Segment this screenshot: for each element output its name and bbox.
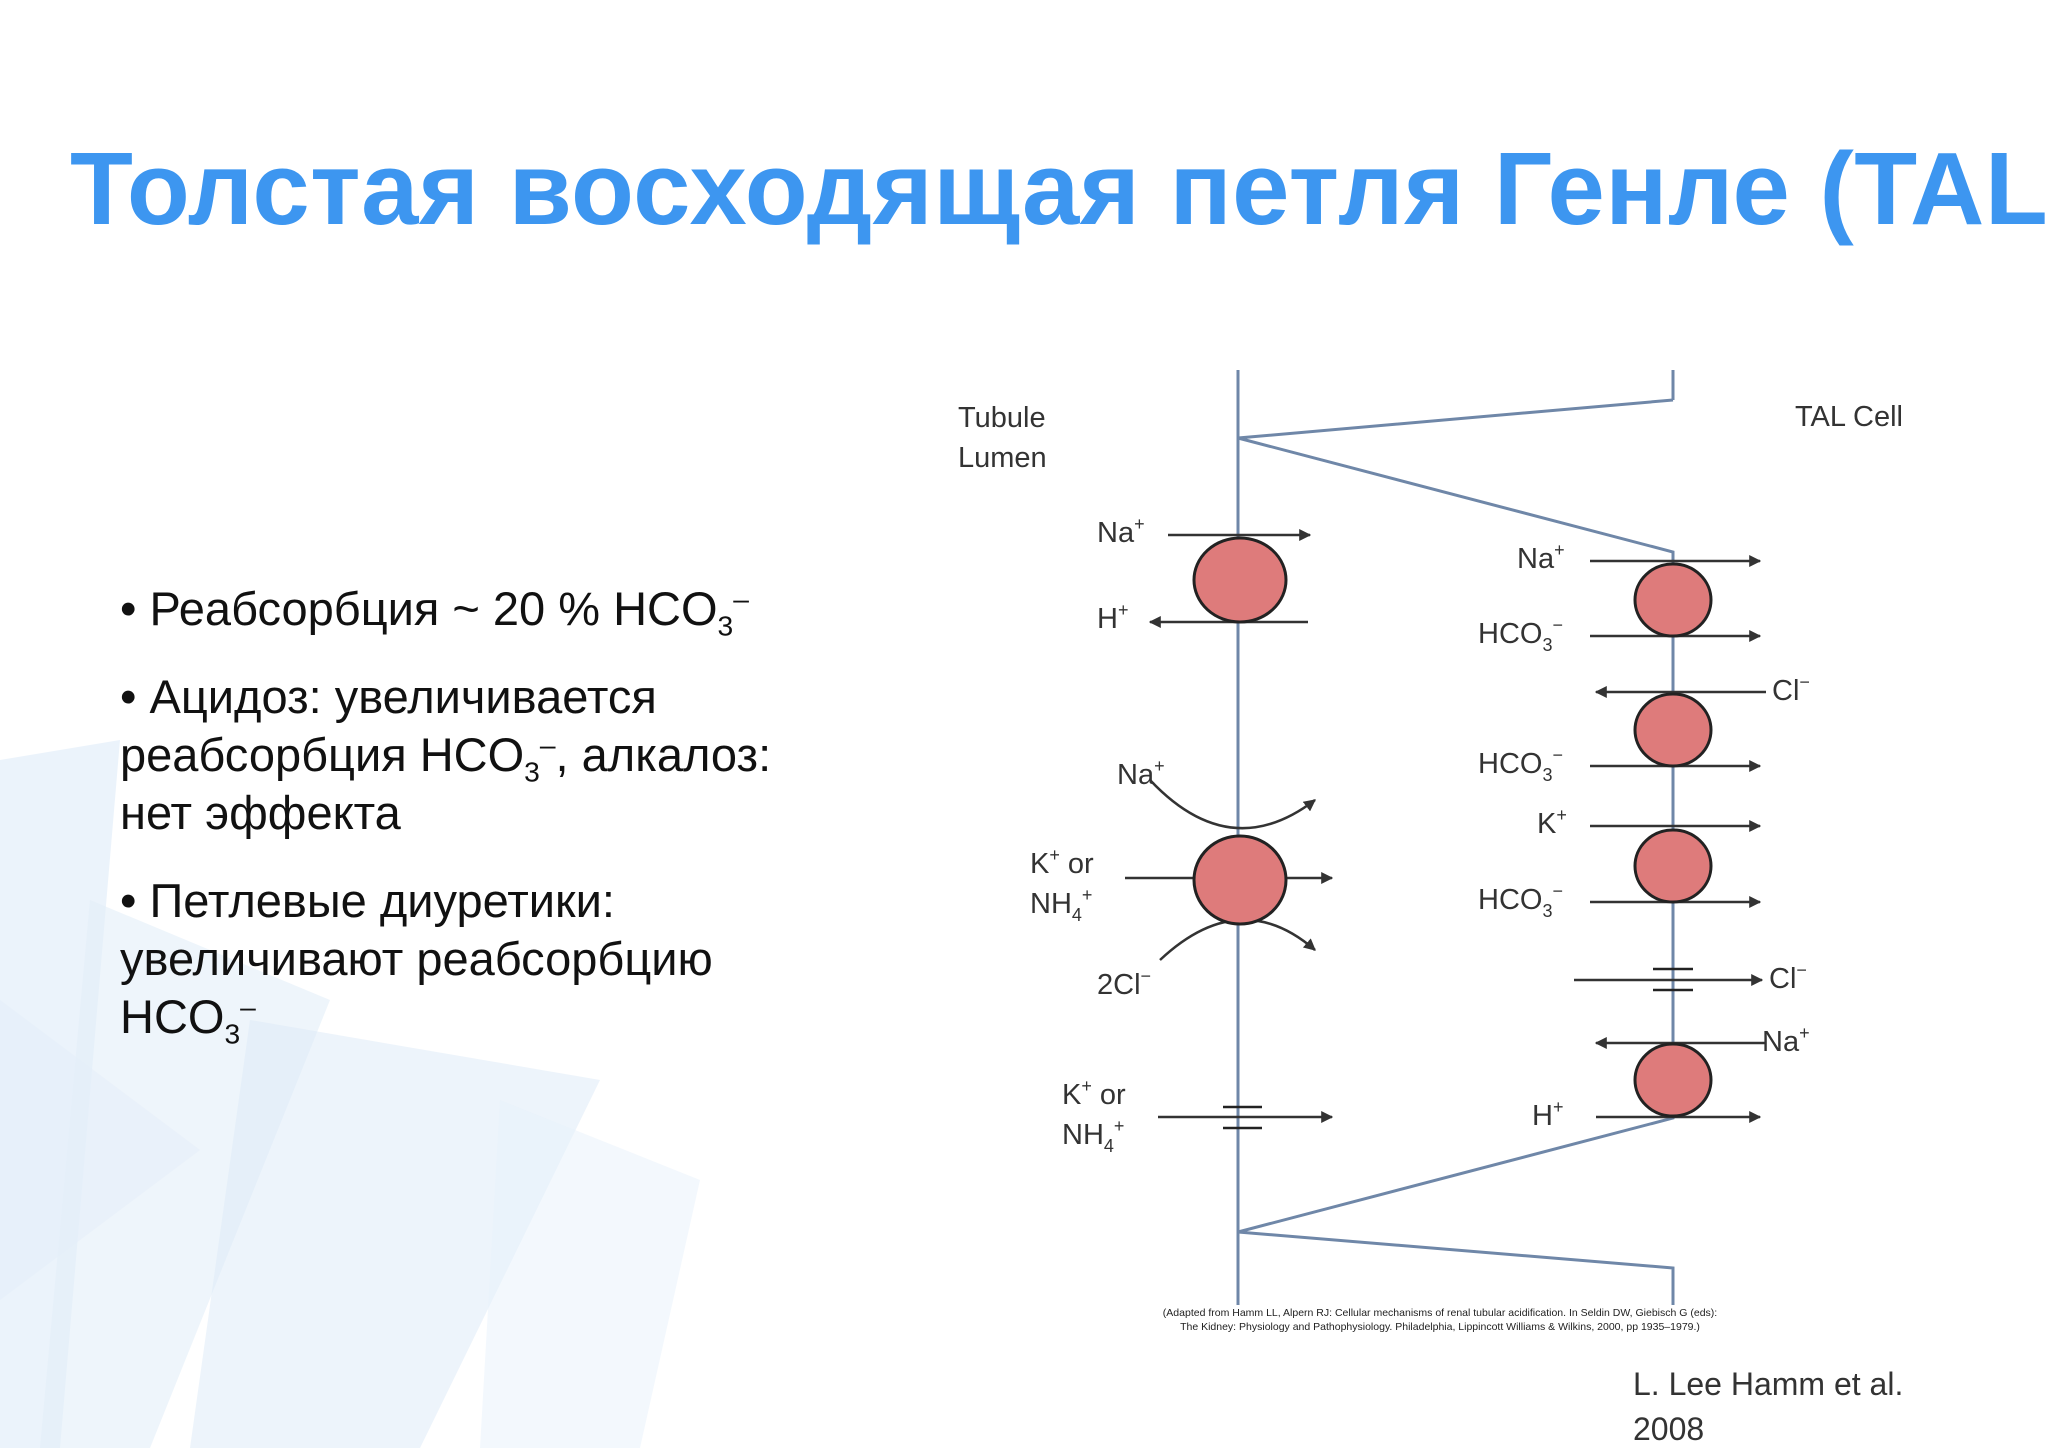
svg-text:2Cl−: 2Cl− (1097, 966, 1151, 1001)
bullet-item: • Ацидоз: увеличивается реабсорбция HCO3… (120, 670, 772, 839)
k-hco3-cotransporter (1633, 828, 1713, 904)
svg-text:K+ or: K+ or (1062, 1076, 1126, 1111)
transporters (1192, 536, 1713, 1118)
svg-text:Na+: Na+ (1117, 756, 1165, 791)
svg-text:K+: K+ (1537, 805, 1567, 840)
na-hco3-cotransporter (1633, 562, 1713, 638)
cl-hco3-exchanger (1633, 692, 1713, 768)
membranes (1236, 370, 1675, 1305)
slide-title: Толстая восходящая петля Генле (TAL) (70, 131, 2048, 246)
tal-cell-label: TAL Cell (1795, 401, 1903, 433)
svg-text:NH4+: NH4+ (1062, 1116, 1124, 1156)
apical-ion-labels: Na+ H+ Na+ K+ or NH4+ 2Cl− K+ or NH4+ (1030, 514, 1165, 1156)
svg-text:Cl−: Cl− (1769, 960, 1807, 995)
na-h-exchanger-basolateral (1633, 1042, 1713, 1118)
svg-text:NH4+: NH4+ (1030, 885, 1092, 925)
nkcc2-cotransporter (1192, 834, 1288, 926)
bullet-list: • Реабсорбция ~ 20 % HCO3– • Ацидоз: уве… (120, 580, 840, 1076)
na-h-exchanger (1192, 536, 1288, 624)
svg-text:K+ or: K+ or (1030, 845, 1094, 880)
svg-text:Cl−: Cl− (1772, 672, 1810, 707)
author-name: L. Lee Hamm et al. (1633, 1366, 1904, 1402)
svg-text:H+: H+ (1097, 600, 1128, 635)
citation-line: The Kidney: Physiology and Pathophysiolo… (1180, 1321, 1700, 1333)
tal-transport-diagram: Tubule Lumen TAL Cell Na+ H+ Na+ K+ or N… (958, 370, 1903, 1333)
svg-text:Na+: Na+ (1762, 1023, 1810, 1058)
tubule-lumen-label: Lumen (958, 442, 1047, 474)
bullet-item: • Реабсорбция ~ 20 % HCO3– (120, 582, 749, 642)
svg-text:Na+: Na+ (1517, 540, 1565, 575)
citation-line: (Adapted from Hamm LL, Alpern RJ: Cellul… (1163, 1307, 1717, 1319)
bullet-item: • Петлевые диуретики: увеличивают реабсо… (120, 874, 713, 1050)
author-year: 2008 (1633, 1411, 1705, 1447)
author-credit: L. Lee Hamm et al. 2008 (1633, 1362, 1903, 1452)
basolateral-ion-labels: Na+ HCO3− Cl− HCO3− K+ HCO3− Cl− Na+ H+ (1478, 540, 1810, 1132)
svg-text:H+: H+ (1532, 1097, 1563, 1132)
tubule-lumen-label: Tubule (958, 402, 1046, 434)
channels (1223, 967, 1693, 1130)
svg-text:HCO3−: HCO3− (1478, 881, 1563, 921)
svg-text:HCO3−: HCO3− (1478, 745, 1563, 785)
svg-text:HCO3−: HCO3− (1478, 615, 1563, 655)
svg-text:Na+: Na+ (1097, 514, 1145, 549)
